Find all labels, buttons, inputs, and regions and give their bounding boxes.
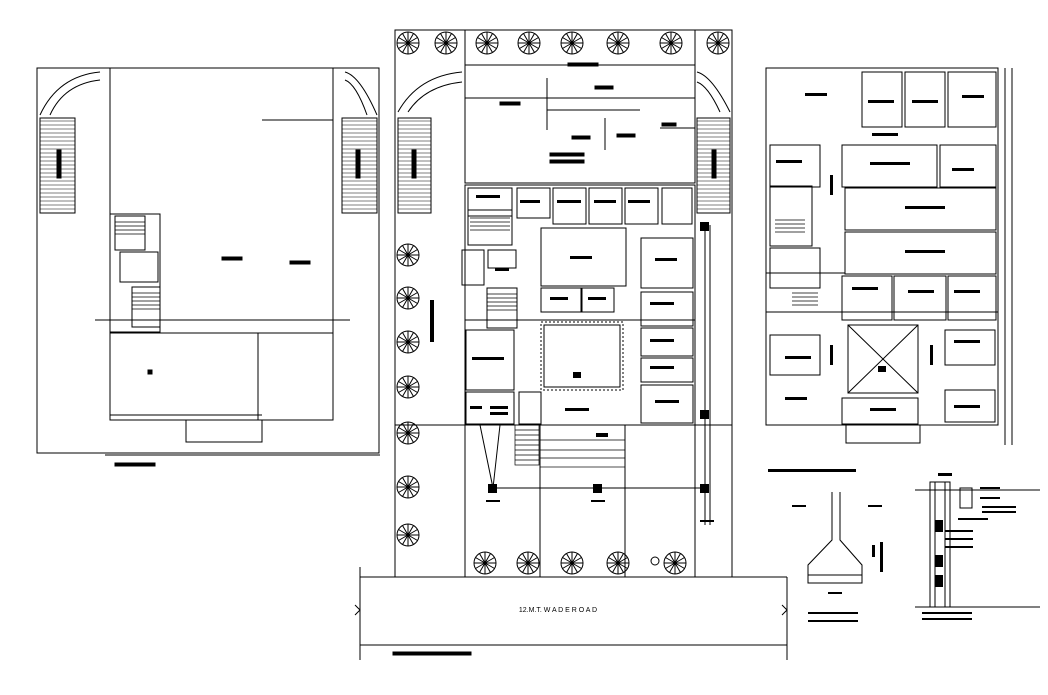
staircase-icon [115,221,160,310]
tree-icon [396,286,420,310]
left-plan-bay-projection [185,420,263,443]
center-site-plan [394,29,733,578]
tree-icon [396,523,420,547]
tree-icon [560,551,584,575]
tree-icon [706,31,730,55]
staircase-icon [470,217,517,311]
center-stair-core [461,209,518,329]
center-entrance-steps [514,424,626,468]
north-arrow-icon [650,556,660,566]
left-plan-terrace-area [109,67,334,421]
center-staircase-east [696,71,731,214]
tree-icon [396,375,420,399]
site-trees [396,31,730,575]
center-front-hall [464,64,696,184]
road-strip: 12.M.T. W A D E R O A D [354,567,788,660]
tree-icon [396,475,420,499]
left-plan-staircase-west [39,71,101,214]
right-plan-open-court [847,324,919,394]
tree-icon [663,551,687,575]
center-courtyard [540,321,624,391]
left-plan-outer-wall [36,67,380,454]
tree-icon [517,31,541,55]
tree-icon [396,421,420,445]
column-section-detail [915,473,1040,620]
tree-icon [606,31,630,55]
site-boundary [394,29,733,578]
tree-icon [659,31,683,55]
tree-icon [473,551,497,575]
left-plan-staircase-east [341,71,378,214]
left-plan-title-bar [114,462,156,467]
right-floor-plan [765,67,1013,472]
left-plan-stair-core [109,213,161,333]
tree-icon [396,243,420,267]
tree-icon [396,330,420,354]
tree-icon [396,31,420,55]
right-plan-title-bar [768,469,856,472]
right-plan-outer-wall [765,67,999,426]
tree-icon [475,31,499,55]
footing-detail [792,492,883,622]
tree-icon [516,551,540,575]
tree-icon [434,31,458,55]
left-terrace-plan [36,67,380,467]
tree-icon [606,551,630,575]
site-plan-title-bar [392,651,472,656]
tree-icon [560,31,584,55]
right-plan-bay-projection [845,425,921,444]
road-label: 12.M.T. W A D E R O A D [519,607,597,614]
staircase-icon [775,219,818,306]
center-staircase-west [397,71,463,214]
